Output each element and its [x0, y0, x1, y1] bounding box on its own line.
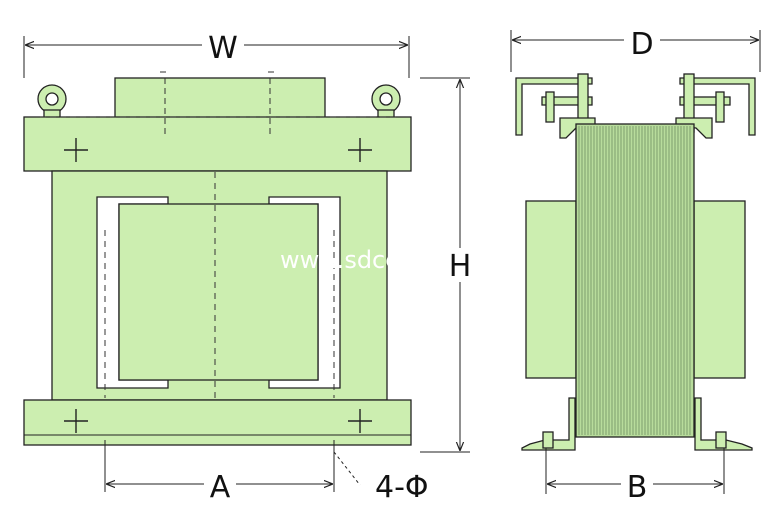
- coil-left-side: [525, 200, 577, 379]
- bottom-yoke: [23, 399, 412, 446]
- dimension-label-a: A: [210, 470, 231, 505]
- top-bracket-left: [515, 73, 596, 139]
- lifting-eye-left: [37, 84, 67, 119]
- mounting-crosshairs: [64, 138, 372, 433]
- lamination-lines: [578, 126, 691, 435]
- front-view: [23, 71, 412, 446]
- bottom-foot-left: [521, 397, 576, 451]
- dimension-label-h: H: [449, 249, 472, 284]
- dimension-label-b: B: [627, 470, 648, 505]
- hidden-lines-top: [40, 71, 400, 138]
- coil: [118, 203, 319, 381]
- lifting-eye-right: [371, 84, 401, 119]
- dimension-label-w: W: [208, 31, 238, 66]
- top-yoke: [23, 116, 412, 172]
- dimension-label-holes: 4-Φ: [375, 470, 429, 505]
- center-lines: [104, 172, 335, 398]
- laminated-core: [575, 123, 695, 438]
- bottom-foot-right: [694, 397, 753, 451]
- top-bracket-right: [675, 73, 756, 139]
- dimension-label-d: D: [630, 27, 653, 62]
- side-view: [515, 73, 756, 451]
- coil-right-side: [693, 200, 746, 379]
- watermark: www.sdcg: [280, 246, 400, 274]
